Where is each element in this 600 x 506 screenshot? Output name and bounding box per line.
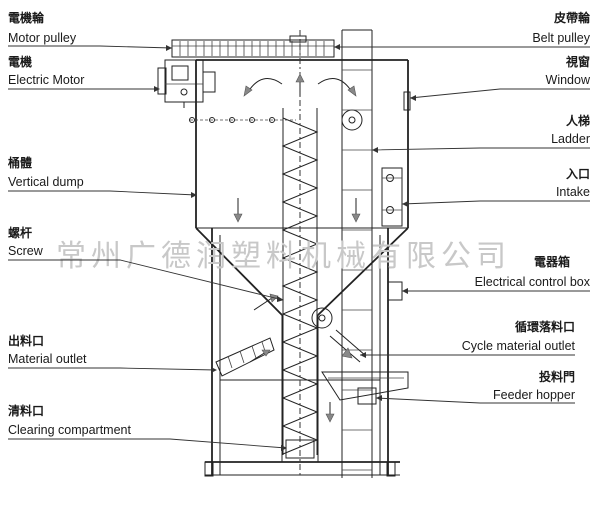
support-frame (204, 228, 400, 477)
label-en-electric-motor: Electric Motor (8, 73, 84, 87)
ladder (341, 29, 373, 478)
label-en-ladder: Ladder (551, 132, 590, 146)
belt-pulley (341, 109, 363, 131)
window (403, 91, 411, 111)
label-en-clearing-compartment: Clearing compartment (8, 423, 131, 437)
material-outlet (215, 337, 275, 377)
label-zh-material-outlet: 出料口 (8, 333, 44, 348)
label-en-window: Window (546, 73, 591, 87)
label-zh-window: 視窗 (565, 54, 590, 69)
label-zh-electric-motor: 電機 (8, 54, 32, 69)
label-zh-screw: 螺杆 (8, 225, 32, 240)
label-en-belt-pulley: Belt pulley (532, 31, 590, 45)
belt-guard (171, 39, 335, 58)
electrical-box (387, 281, 403, 301)
clearing-compartment (285, 439, 315, 459)
screw-tube (281, 108, 319, 455)
label-zh-clearing-compartment: 清料口 (8, 403, 44, 418)
label-en-intake: Intake (556, 185, 590, 199)
watermark: 常州广德润塑料机械有限公司 (56, 239, 511, 274)
label-zh-belt-pulley: 皮帶輪 (553, 10, 591, 25)
label-zh-cycle-material-outlet: 循環落料口 (515, 319, 575, 334)
label-en-motor-pulley: Motor pulley (8, 31, 77, 45)
mixer-machine (157, 29, 411, 478)
label-en-screw: Screw (8, 244, 44, 258)
label-en-feeder-hopper: Feeder hopper (493, 388, 575, 402)
label-zh-feeder-hopper: 投料門 (539, 369, 575, 384)
label-zh-vertical-dump: 桶體 (8, 155, 32, 170)
cycle-outlet (329, 329, 367, 363)
label-en-cycle-material-outlet: Cycle material outlet (462, 339, 576, 353)
label-en-electrical-control-box: Electrical control box (475, 275, 591, 289)
intake (381, 167, 403, 227)
feeder-hopper (321, 371, 409, 423)
label-en-material-outlet: Material outlet (8, 352, 87, 366)
electric-motor (157, 59, 216, 108)
left-labels: 電機輪 Motor pulley 電機 Electric Motor 桶體 Ve… (8, 10, 287, 451)
lower-pulley (311, 307, 333, 329)
label-zh-motor-pulley: 電機輪 (8, 10, 45, 25)
label-zh-ladder: 人梯 (566, 113, 590, 128)
right-labels: 皮帶輪 Belt pulley 視窗 Window 人梯 Ladder 入口 I… (334, 10, 591, 404)
label-zh-intake: 入口 (566, 167, 590, 181)
label-en-vertical-dump: Vertical dump (8, 175, 84, 189)
flow-arrows (233, 73, 361, 223)
vessel-body (195, 59, 409, 462)
label-zh-electrical-control-box: 電器箱 (534, 254, 570, 269)
